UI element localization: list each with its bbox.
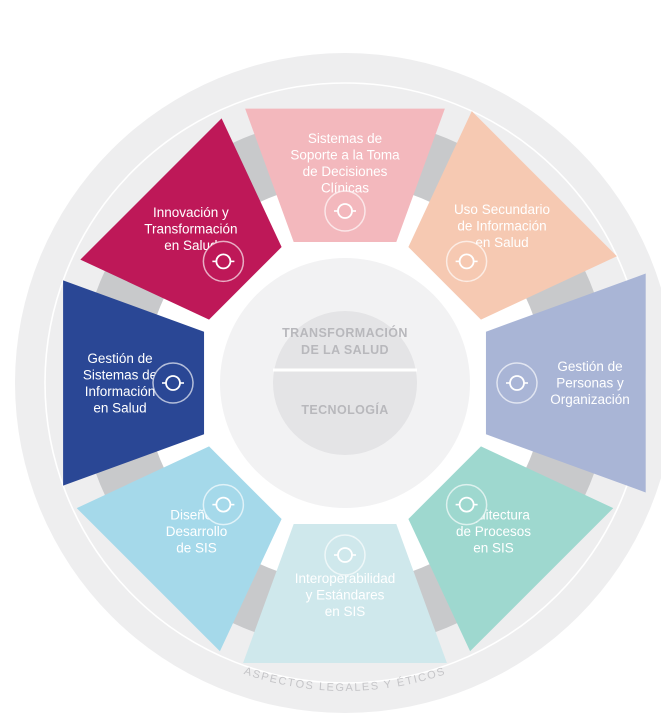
people-icon (496, 362, 538, 404)
center-bottom-label: TECNOLOGÍA (301, 402, 388, 417)
segment-shape[interactable] (243, 523, 447, 664)
presentation-icon (324, 190, 366, 232)
data-cycle-icon (445, 240, 488, 283)
segment-shape[interactable] (485, 273, 646, 493)
cloud-network-icon (152, 362, 194, 404)
hub-core (273, 311, 417, 455)
segment-shape[interactable] (63, 280, 205, 486)
checklist-icon (445, 483, 488, 526)
segment-shape[interactable] (245, 108, 445, 243)
wireless-hand-icon (324, 534, 366, 576)
lightbulb-icon (202, 240, 245, 283)
mobile-code-icon (202, 483, 245, 526)
